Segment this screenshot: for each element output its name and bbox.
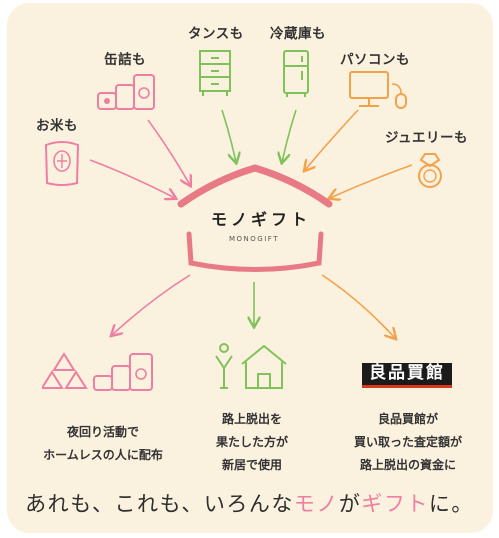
label-dresser: タンスも: [188, 26, 244, 42]
caption-left-line1: 夜回り活動で: [66, 425, 139, 439]
caption-left-line2: ホームレスの人に配布: [43, 448, 163, 462]
tagline-part3: に。: [428, 492, 474, 516]
arrow-out-left: [112, 274, 191, 335]
arrow-pc: [305, 109, 359, 170]
label-pc: パソコンも: [340, 52, 410, 68]
label-fridge: 冷蔵庫も: [270, 26, 326, 42]
arrow-jewelry: [330, 164, 413, 198]
dresser-icon: [199, 50, 231, 96]
caption-center: 路上脱出を 果たした方が 新居で使用: [200, 408, 304, 477]
arrow-cans: [147, 119, 190, 185]
tagline-mono: モノ: [293, 492, 339, 516]
computer-icon: [349, 71, 407, 109]
ring-icon: [418, 153, 442, 188]
caption-left: 夜回り活動で ホームレスの人に配布: [38, 421, 168, 467]
caption-center-line1: 路上脱出を: [221, 412, 282, 426]
tagline: あれも、これも、いろんなモノがギフトに。: [0, 488, 499, 518]
caption-center-line3: 新居で使用: [221, 458, 282, 472]
caption-right-line3: 路上脱出の資金に: [359, 458, 456, 472]
brand-name: 良品買館: [369, 363, 445, 383]
caption-right-line1: 良品買館が: [377, 412, 438, 426]
brand-underline: [362, 385, 452, 388]
caption-right-line2: 買い取った査定額が: [353, 435, 462, 449]
tagline-part2: が: [338, 492, 362, 516]
caption-right: 良品買館が 買い取った査定額が 路上脱出の資金に: [342, 408, 474, 477]
tagline-gift: ギフト: [361, 492, 429, 516]
tagline-part1: あれも、これも、いろんな: [25, 492, 294, 516]
label-cans: 缶詰も: [104, 52, 146, 68]
monogift-house-logo: [177, 164, 333, 272]
caption-center-line2: 果たした方が: [215, 435, 288, 449]
arrow-rice: [89, 159, 175, 198]
label-rice: お米も: [36, 118, 78, 134]
arrow-fridge: [282, 109, 297, 162]
food-items-icon: [42, 352, 153, 391]
arrow-dresser: [221, 109, 236, 162]
logo-text: モノギフト: [211, 210, 312, 229]
label-jewelry: ジュエリーも: [385, 130, 469, 146]
person-house-icon: [215, 343, 287, 389]
cans-icon: [97, 74, 155, 110]
logo-subtitle: MONOGIFT: [229, 235, 279, 243]
fridge-icon: [283, 50, 309, 97]
ryohin-kaikan-logo: 良品買館: [362, 363, 452, 388]
arrow-out-right: [321, 274, 395, 338]
rice-bag-icon: [44, 141, 80, 186]
